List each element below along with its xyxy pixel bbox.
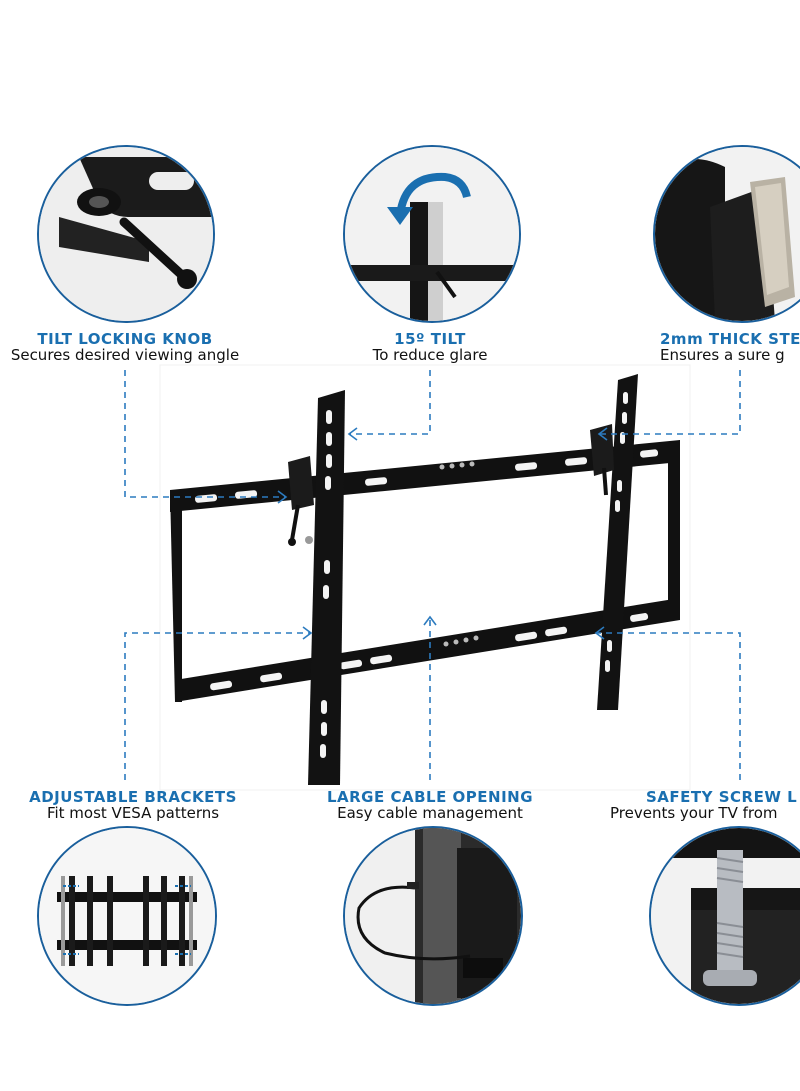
tilt-arrow-icon	[396, 172, 471, 216]
brackets-photo	[37, 826, 217, 1006]
brackets-title: ADJUSTABLE BRACKETS	[29, 788, 237, 806]
safety-title: SAFETY SCREW L	[646, 788, 798, 806]
tilt-knob-title: TILT LOCKING KNOB	[37, 330, 213, 348]
cable-subtitle: Easy cable management	[337, 804, 523, 822]
brackets-subtitle: Fit most VESA patterns	[46, 804, 220, 822]
safety-subtitle: Prevents your TV from	[610, 804, 778, 822]
steel-subtitle: Ensures a sure g	[660, 346, 785, 364]
tilt-subtitle: To reduce glare	[372, 346, 488, 364]
cable-title: LARGE CABLE OPENING	[326, 788, 534, 806]
cable-icon	[356, 885, 471, 961]
steel-photo	[653, 145, 800, 323]
steel-title: 2mm THICK STE	[660, 330, 800, 348]
tilt-photo	[343, 145, 521, 323]
tilt-knob-subtitle: Secures desired viewing angle	[10, 346, 240, 364]
tilt-knob-photo	[37, 145, 215, 323]
cable-photo	[343, 826, 523, 1006]
tilt-title: 15º TILT	[394, 330, 466, 348]
screw-icon	[703, 850, 757, 986]
